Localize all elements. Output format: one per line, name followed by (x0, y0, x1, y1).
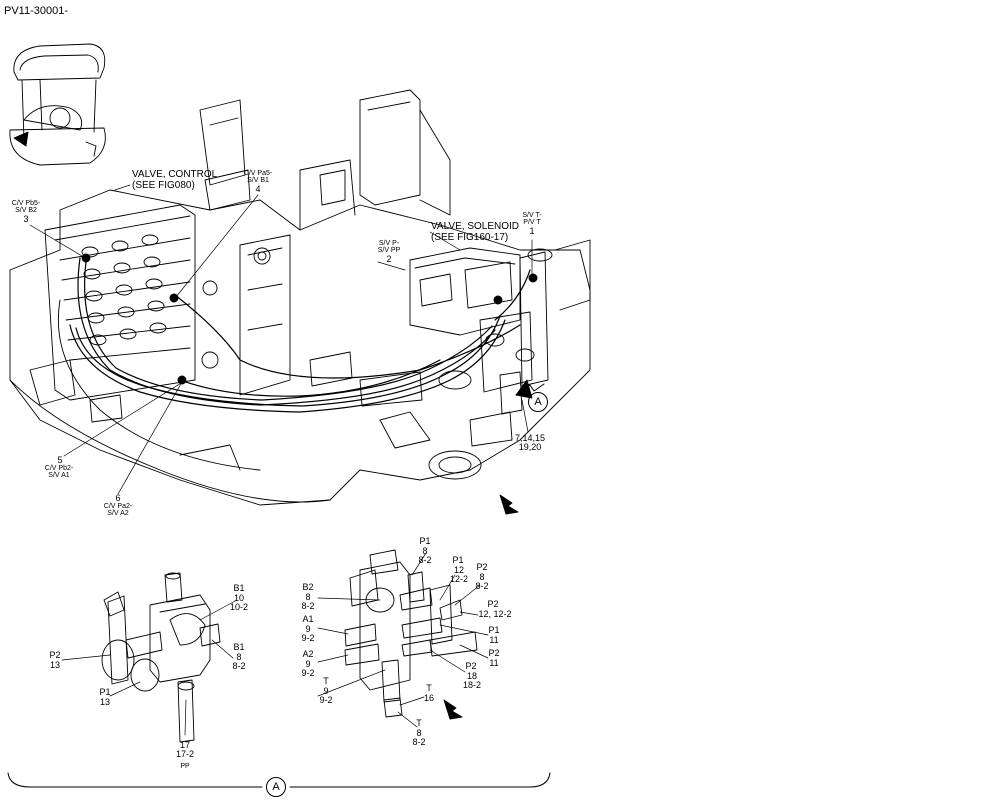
detail-right-t-a-port: T (323, 676, 329, 686)
detail-right-p2-a-parts: 8 8-2 (475, 572, 489, 592)
view-a-bracket (7, 772, 551, 788)
callout-4-port: C/V Pa5- S/V B1 (243, 170, 273, 185)
callout-1-number: 1 (529, 226, 535, 236)
detail-left-b1-parts: 10 10-2 (229, 593, 248, 613)
detail-right-block (317, 549, 489, 728)
view-a-label: A (266, 777, 286, 797)
detail-right-p1-b-parts: 12 12-2 (449, 565, 468, 585)
detail-left-p1-port: P1 (99, 687, 111, 697)
detail-left-pp-port: PP (180, 763, 190, 770)
drawing-code: PV11-30001- (4, 5, 69, 17)
detail-right-t-c-parts: 8 8-2 (412, 728, 426, 748)
control-valve-name: VALVE, CONTROL (132, 169, 218, 180)
detail-right-a2-port: A2 (302, 649, 314, 659)
callout-1-port: S/V T- P/V T (522, 212, 542, 227)
detail-right-a1-port: A1 (302, 614, 314, 624)
control-valve-assembly (44, 204, 196, 401)
detail-right-a1-parts: 9 9-2 (301, 624, 315, 644)
callout-3-number: 3 (23, 214, 29, 224)
callout-6-port: C/V Pa2- S/V A2 (103, 503, 133, 518)
detail-right-t-b-parts: 16 (423, 693, 434, 703)
pilot-hoses (69, 257, 531, 413)
detail-right-t-b-port: T (426, 683, 432, 693)
detail-right-p2-b-port: P2 (487, 599, 499, 609)
control-valve-ref: (SEE FIG080) (132, 180, 195, 191)
solenoid-valve-ref: (SEE FIG160-17) (431, 232, 509, 243)
callout-3-port: C/V Pb5- S/V B2 (11, 200, 41, 215)
detail-right-p2-b-parts: 12, 12-2 (478, 609, 512, 619)
detail-right-p1-c-parts: 11 (489, 635, 499, 645)
detail-right-b2-parts: 8 8-2 (301, 592, 315, 612)
detail-right-t-a-parts: 9 9-2 (319, 686, 333, 706)
detail-left-b1b-parts: 8 8-2 (232, 652, 246, 672)
detail-left-block (61, 572, 238, 743)
leader-lines (29, 184, 533, 495)
detail-right-p2-a-port: P2 (476, 562, 488, 572)
detail-left-b1-port: B1 (233, 583, 245, 593)
callout-2-port: S/V P- S/V PP (377, 240, 401, 255)
detail-left-pp-parts: 17 17-2 (175, 740, 194, 760)
callout-2-number: 2 (386, 254, 392, 264)
callout-6-number: 6 (115, 493, 121, 503)
callout-7-group-numbers: 7,14,15 19,20 (514, 433, 546, 453)
detail-right-p2-c-port: P2 (488, 648, 500, 658)
detail-right-p2-c-parts: 11 (489, 658, 499, 668)
detail-left-p1-parts: 13 (99, 697, 110, 707)
solenoid-valve-name: VALVE, SOLENOID (431, 221, 519, 232)
detail-right-p2-d-parts: 18 18-2 (462, 671, 481, 691)
detail-right-p2-d-port: P2 (465, 661, 477, 671)
callout-4-number: 4 (255, 184, 261, 194)
upper-frame (9, 89, 591, 506)
view-a-marker: A (528, 392, 548, 412)
detail-left-p2-parts: 13 (49, 660, 60, 670)
detail-right-p1-a-port: P1 (419, 536, 431, 546)
detail-right-t-c-port: T (416, 718, 422, 728)
detail-right-p1-a-parts: 8 8-2 (418, 546, 432, 566)
detail-right-p1-b-port: P1 (452, 555, 464, 565)
detail-right-b2-port: B2 (302, 582, 314, 592)
detail-right-a2-parts: 9 9-2 (301, 659, 315, 679)
callout-5-port: C/V Pb2- S/V A1 (44, 465, 74, 480)
callout-5-number: 5 (57, 455, 63, 465)
detail-left-b1b-port: B1 (233, 642, 245, 652)
detail-left-p2-port: P2 (49, 650, 61, 660)
solenoid-valve-assembly (409, 247, 538, 415)
detail-right-p1-c-port: P1 (488, 625, 500, 635)
inset-machine-thumbnail (9, 43, 106, 166)
